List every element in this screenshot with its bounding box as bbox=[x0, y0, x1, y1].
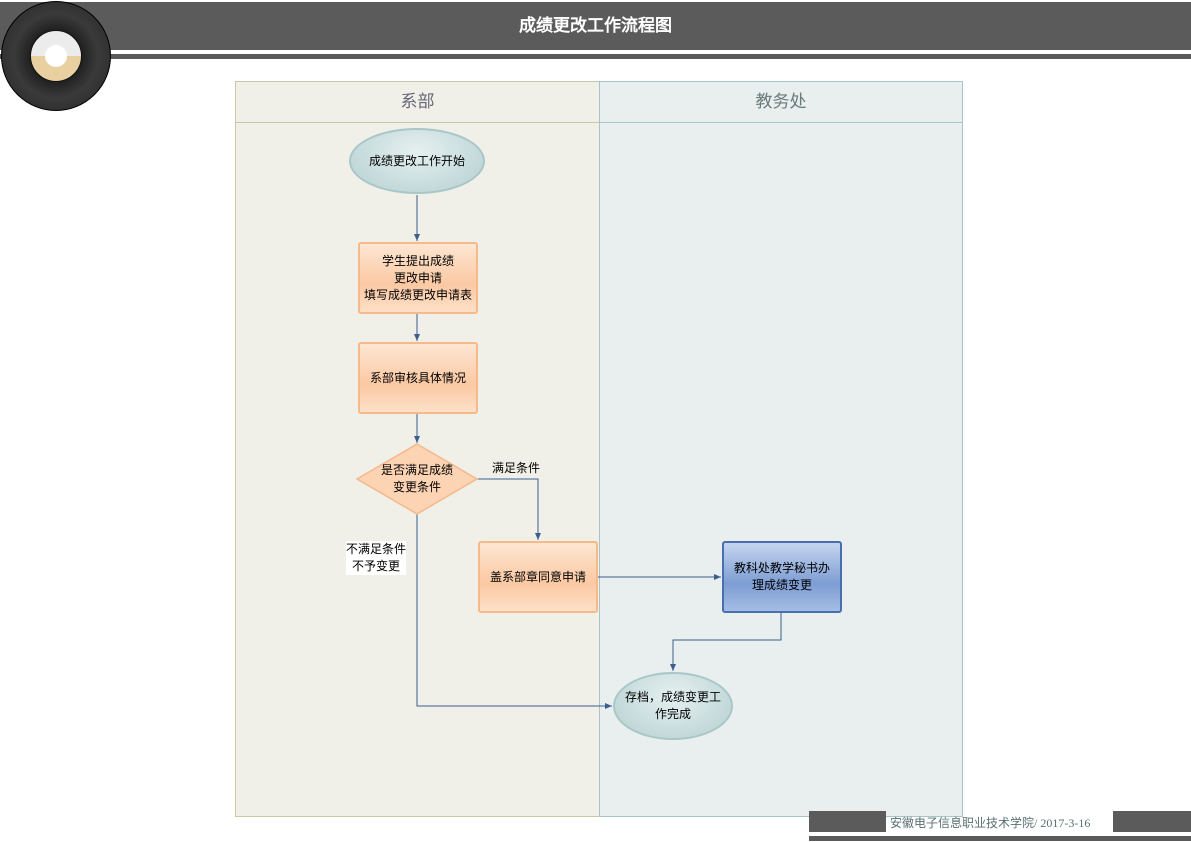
node-text: 作完成 bbox=[654, 707, 691, 721]
node-text: 理成绩变更 bbox=[751, 578, 812, 592]
lane-title: 教务处 bbox=[600, 82, 962, 123]
node-text: 变更条件 bbox=[392, 480, 441, 494]
decision-node[interactable]: 是否满足成绩变更条件 bbox=[357, 444, 477, 514]
header-strip bbox=[0, 54, 1191, 59]
edge-no bbox=[416, 514, 612, 709]
node-text: 盖系部章同意申请 bbox=[489, 569, 586, 584]
footer-block bbox=[809, 811, 886, 832]
header-bar bbox=[0, 2, 1191, 50]
start-label: 成绩更改工作开始 bbox=[368, 153, 465, 168]
stamp-node[interactable]: 盖系部章同意申请 bbox=[478, 541, 598, 613]
node-text: 是否满足成绩 bbox=[380, 463, 453, 477]
review-node[interactable]: 系部审核具体情况 bbox=[358, 342, 478, 414]
node-text: 教科处教学秘书办 bbox=[733, 561, 830, 575]
edge-yes bbox=[477, 478, 541, 540]
footer-org: 安徽电子信息职业技术学院 bbox=[890, 816, 1035, 830]
edge-label-line: 不予变更 bbox=[352, 559, 401, 573]
node-text: 存档，成绩变更工 bbox=[624, 690, 721, 704]
disc-hole-icon bbox=[45, 45, 67, 67]
edge-label-yes: 满足条件 bbox=[492, 461, 541, 475]
decision-diamond bbox=[355, 443, 479, 515]
lane-title: 系部 bbox=[236, 82, 599, 123]
disc-label-icon bbox=[30, 30, 82, 82]
end-node[interactable]: 存档，成绩变更工作完成 bbox=[613, 672, 733, 740]
apply-node[interactable]: 学生提出成绩更改申请填写成绩更改申请表 bbox=[358, 242, 478, 314]
node-text: 填写成绩更改申请表 bbox=[363, 287, 472, 302]
node-text: 学生提出成绩 bbox=[381, 253, 454, 268]
footer-text: 安徽电子信息职业技术学院/ 2017-3-16 bbox=[890, 814, 1090, 831]
footer-bar bbox=[809, 836, 1191, 841]
edge-process-end bbox=[670, 612, 782, 671]
edge-label-no: 不满足条件不予变更 bbox=[346, 541, 407, 575]
node-text: 系部审核具体情况 bbox=[369, 370, 466, 385]
node-text: 更改申请 bbox=[393, 270, 442, 285]
start-node[interactable]: 成绩更改工作开始 bbox=[349, 128, 485, 194]
page-title: 成绩更改工作流程图 bbox=[519, 16, 672, 36]
edge-label-line: 不满足条件 bbox=[346, 542, 407, 556]
footer-date: / 2017-3-16 bbox=[1034, 816, 1091, 830]
footer-block bbox=[1113, 811, 1191, 832]
process-node[interactable]: 教科处教学秘书办理成绩变更 bbox=[722, 541, 842, 613]
